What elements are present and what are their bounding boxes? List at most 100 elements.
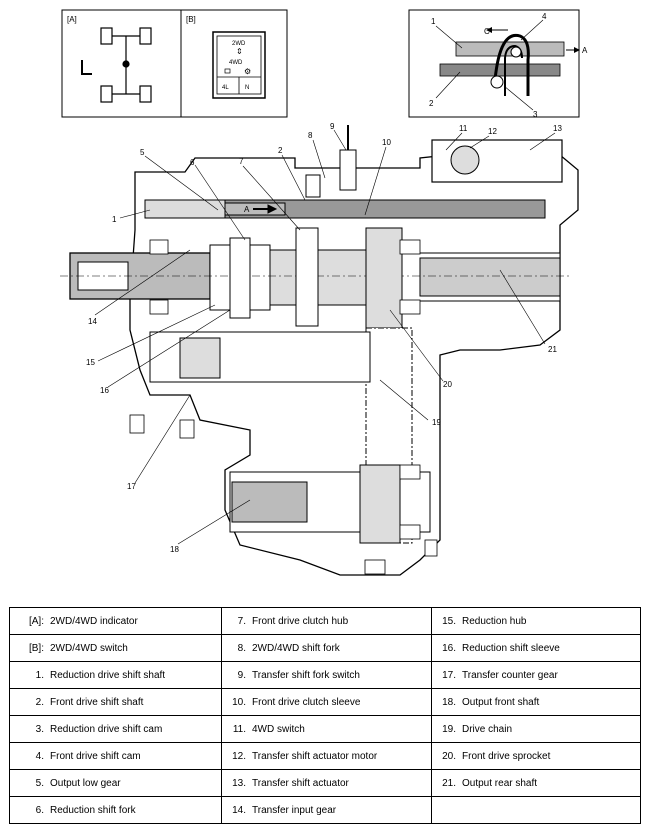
legend-item-number: 13. <box>232 777 246 789</box>
legend-item-number: 19. <box>442 723 456 735</box>
detail-callout-1: 1 <box>431 17 436 26</box>
callout-10: 10 <box>382 138 391 147</box>
legend-item-label: Front drive clutch sleeve <box>252 696 361 708</box>
legend-item-label: Output rear shaft <box>462 777 538 789</box>
callout-16: 16 <box>100 386 109 395</box>
detail-callout-4: 4 <box>542 12 547 21</box>
detail-callout-a: A <box>582 46 588 55</box>
legend-cell: 15. Reduction hub <box>431 607 641 635</box>
callout-21: 21 <box>548 345 557 354</box>
legend-row: 2.Front drive shift shaft 10. Front drive … <box>9 688 641 716</box>
legend-item-number: 2. <box>35 696 44 708</box>
callout-2: 2 <box>278 146 283 155</box>
legend-item-number: 20. <box>442 750 456 762</box>
callout-19: 19 <box>432 418 441 427</box>
legend-cell: 12. Transfer shift actuator motor <box>221 742 432 770</box>
callout-15: 15 <box>86 358 95 367</box>
callout-17: 17 <box>127 482 136 491</box>
legend-item-number: 3. <box>35 723 44 735</box>
inset-indicator-switch: [A] [B] 2WD ⇕ 4WD ⚙ 4L N <box>61 9 288 118</box>
legend-item-label: 2WD/4WD indicator <box>50 615 138 627</box>
legend-item-number: 17. <box>442 669 456 681</box>
legend-item-label: Transfer shift actuator motor <box>252 750 378 762</box>
legend-item-label: Transfer shift actuator <box>252 777 349 789</box>
legend-item-label: Front drive clutch hub <box>252 615 349 627</box>
legend-cell: 13. Transfer shift actuator <box>221 769 432 797</box>
legend-item-number: 14. <box>232 804 246 816</box>
svg-text:⚙: ⚙ <box>244 67 251 76</box>
drive-mode-switch-icon: 2WD ⇕ 4WD ⚙ 4L N <box>212 31 266 99</box>
legend-cell: 19. Drive chain <box>431 715 641 743</box>
inset-a-label: [A] <box>67 15 77 24</box>
callout-9: 9 <box>330 122 335 131</box>
legend-cell: 11. 4WD switch <box>221 715 432 743</box>
legend-cell: 3. Reduction drive shift cam <box>9 715 222 743</box>
legend-row: 4. Front drive shift cam 12. Transfer shift… <box>9 742 641 770</box>
callout-20: 20 <box>443 380 452 389</box>
legend-item-number: 4. <box>35 750 44 762</box>
leader-lines <box>94 129 556 545</box>
inset-b-label: [B] <box>186 15 196 24</box>
switch-n-label: N <box>245 85 249 91</box>
legend-item-number: 12. <box>232 750 246 762</box>
legend-item-label: 2WD/4WD switch <box>50 642 128 654</box>
legend-cell: 2.Front drive shift shaft <box>9 688 222 716</box>
legend-item-label: Reduction shift sleeve <box>462 642 560 654</box>
legend-row: 3. Reduction drive shift cam 11. 4WD switch… <box>9 715 641 743</box>
legend-item-number: 1. <box>35 669 44 681</box>
legend-item-label: Reduction hub <box>462 615 527 627</box>
legend-cell <box>431 796 641 824</box>
legend-item-label: Drive chain <box>462 723 513 735</box>
legend-item-label: Transfer input gear <box>252 804 337 816</box>
legend-cell: [B]: 2WD/4WD switch <box>9 634 222 662</box>
legend-cell: 17. Transfer counter gear <box>431 661 641 689</box>
legend-cell: 7.Front drive clutch hub <box>221 607 432 635</box>
legend-item-number: 10. <box>232 696 246 708</box>
legend-item-label: Output front shaft <box>462 696 540 708</box>
legend-cell: [A]: 2WD/4WD indicator <box>9 607 222 635</box>
legend-item-label: Transfer counter gear <box>462 669 558 681</box>
parts-legend-table: [A]: 2WD/4WD indicator 7.Front drive clutc… <box>9 607 641 824</box>
callout-18: 18 <box>170 545 179 554</box>
callout-13: 13 <box>553 124 562 133</box>
legend-item-number: 15. <box>442 615 456 627</box>
transfer-case-section <box>60 125 579 576</box>
legend-item-label: Reduction shift fork <box>50 804 136 816</box>
svg-text:⇕: ⇕ <box>236 47 243 56</box>
legend-cell: 10. Front drive clutch sleeve <box>221 688 432 716</box>
legend-row: [A]: 2WD/4WD indicator 7.Front drive clutc… <box>9 607 641 635</box>
legend-item-number: [B]: <box>28 642 44 654</box>
legend-item-label: Front drive sprocket <box>462 750 551 762</box>
main-arrow-label: A <box>244 205 250 214</box>
legend-item-number: 21. <box>442 777 456 789</box>
legend-item-label: 4WD switch <box>252 723 305 735</box>
legend-item-label: Front drive shift cam <box>50 750 141 762</box>
transfer-case-diagram: [A] [B] 2WD ⇕ 4WD ⚙ 4L N <box>60 9 588 576</box>
legend-item-number: 18. <box>442 696 456 708</box>
legend-item-number: 16. <box>442 642 456 654</box>
callout-1: 1 <box>112 215 117 224</box>
callout-5: 5 <box>140 148 145 157</box>
legend-row: [B]: 2WD/4WD switch 8.2WD/4WD shift fork 16… <box>9 634 641 662</box>
legend-item-number: 11. <box>232 723 246 735</box>
legend-cell: 1.Reduction drive shift shaft <box>9 661 222 689</box>
drivetrain-indicator-icon <box>81 27 152 103</box>
legend-item-number: [A]: <box>28 615 44 627</box>
inset-shift-cam-detail: 1 2 3 4 C A <box>408 9 588 119</box>
legend-cell: 5.Output low gear <box>9 769 222 797</box>
callout-11: 11 <box>459 124 468 133</box>
detail-callout-3: 3 <box>533 110 538 119</box>
detail-callout-2: 2 <box>429 99 434 108</box>
legend-item-label: Reduction drive shift cam <box>50 723 163 735</box>
legend-cell: 4. Front drive shift cam <box>9 742 222 770</box>
legend-cell: 20. Front drive sprocket <box>431 742 641 770</box>
legend-cell: 6.Reduction shift fork <box>9 796 222 824</box>
switch-2wd-label: 2WD <box>232 41 246 47</box>
legend-cell: 21. Output rear shaft <box>431 769 641 797</box>
legend-cell: 8.2WD/4WD shift fork <box>221 634 432 662</box>
switch-4l-label: 4L <box>222 85 229 91</box>
callout-8: 8 <box>308 131 313 140</box>
legend-item-label: Output low gear <box>50 777 121 789</box>
detail-callout-c: C <box>484 27 490 36</box>
